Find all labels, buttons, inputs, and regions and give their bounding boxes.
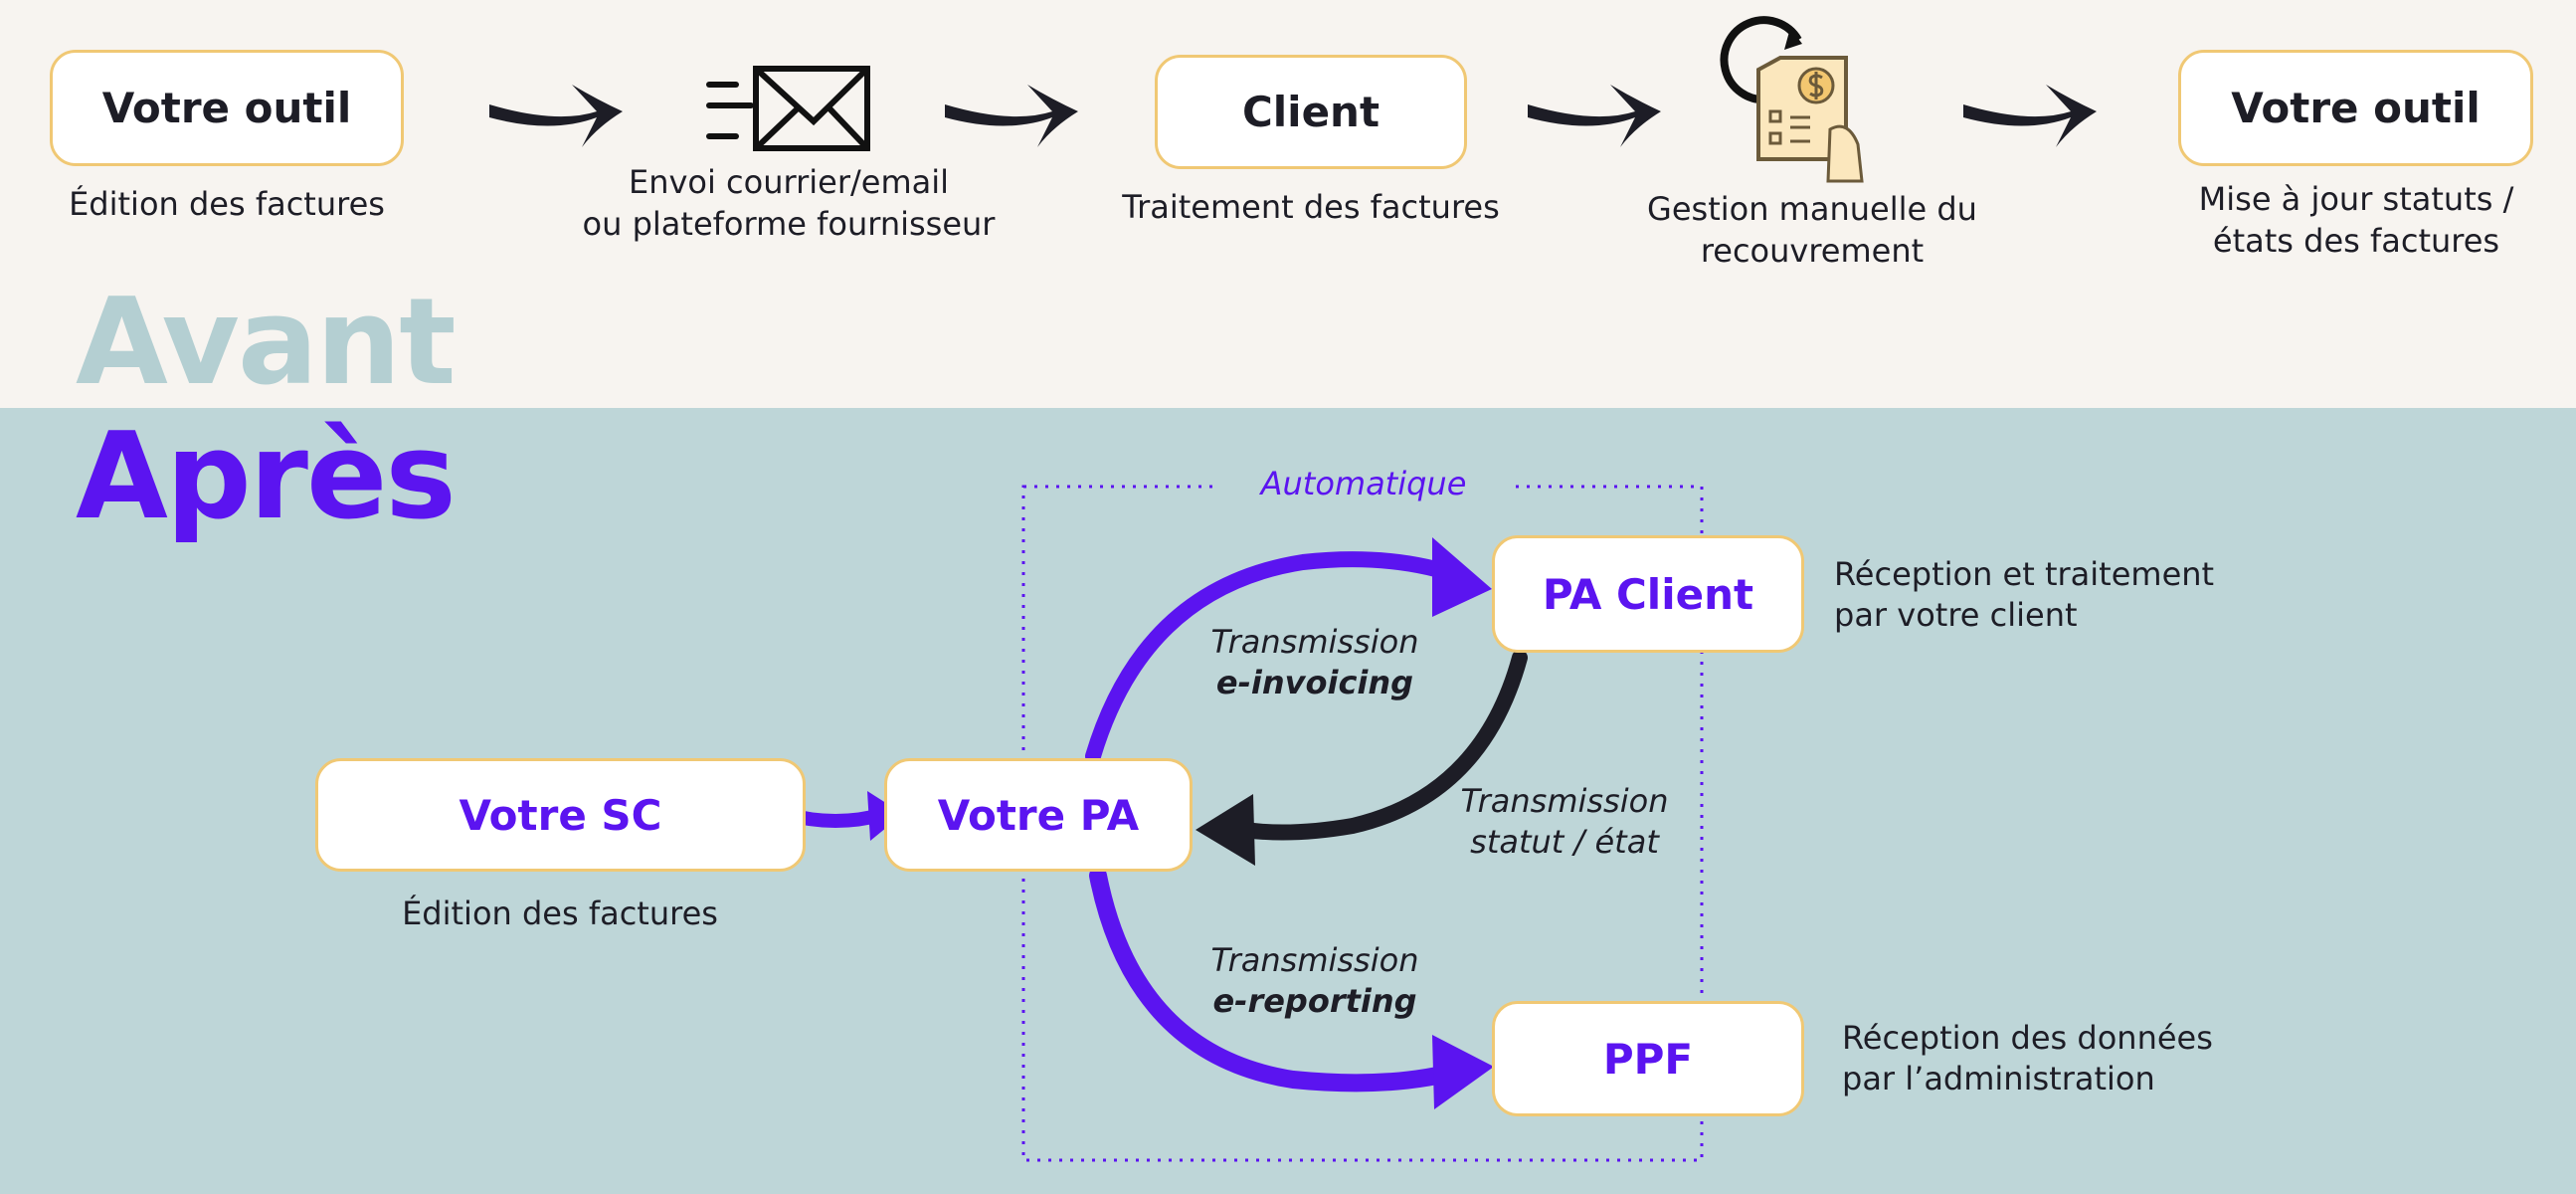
arrow-right-icon <box>489 85 623 147</box>
envoi-caption: Envoi courrier/email ou plateforme fourni… <box>583 161 996 245</box>
box-label: PA Client <box>1542 569 1754 619</box>
label-line: Transmission <box>1210 623 1419 661</box>
arrow-reporting <box>1089 867 1471 1093</box>
label-line-bold: e-invoicing <box>1215 664 1414 701</box>
client-box: Client <box>1155 55 1467 169</box>
caption-line: Envoi courrier/email <box>628 163 950 201</box>
votre-pa-box: Votre PA <box>884 758 1193 872</box>
desc-line: Réception des données <box>1842 1019 2213 1057</box>
box-label: Client <box>1241 88 1380 136</box>
arrow-right-icon <box>945 85 1078 147</box>
envelope-send-icon <box>706 66 870 151</box>
desc-line: par l’administration <box>1842 1060 2155 1097</box>
caption-line: états des factures <box>2212 222 2500 260</box>
box-label: Votre outil <box>2231 84 2481 132</box>
traitement-caption: Traitement des factures <box>1122 188 1500 226</box>
box-label: Votre PA <box>937 790 1140 840</box>
votre-outil-box: Votre outil <box>50 50 404 166</box>
arrows-avant <box>489 85 2097 147</box>
label-line: statut / état <box>1470 823 1659 861</box>
automatique-label: Automatique <box>1260 465 1467 502</box>
ppf-box: PPF <box>1492 1001 1804 1116</box>
arrow-statut <box>1225 650 1528 841</box>
arrow-invoicing <box>1085 551 1470 764</box>
label-line-bold: e-reporting <box>1212 982 1417 1020</box>
apres-heading: Après <box>76 408 457 546</box>
box-label: Votre SC <box>459 790 662 840</box>
invoice-recovery-icon <box>1720 16 1864 183</box>
arrow-right-icon <box>1528 85 1661 147</box>
caption-line: Gestion manuelle du <box>1647 190 1977 228</box>
arrow-right-icon <box>1963 85 2097 147</box>
gestion-caption: Gestion manuelle du recouvrement <box>1647 188 1977 272</box>
label-line: Transmission <box>1460 782 1669 820</box>
mise-a-jour-caption: Mise à jour statuts / états des factures <box>2199 178 2514 262</box>
avant-heading: Avant <box>76 274 457 412</box>
caption-line: ou plateforme fournisseur <box>582 205 996 243</box>
pa-client-box: PA Client <box>1492 535 1804 653</box>
desc-line: Réception et traitement <box>1834 555 2215 593</box>
sc-caption: Édition des factures <box>402 895 718 932</box>
label-line: Transmission <box>1210 941 1419 979</box>
votre-sc-box: Votre SC <box>315 758 806 872</box>
desc-line: par votre client <box>1834 596 2078 634</box>
edition-caption: Édition des factures <box>69 185 385 223</box>
caption-line: Mise à jour statuts / <box>2198 180 2514 218</box>
box-label: PPF <box>1602 1034 1694 1084</box>
box-label: Votre outil <box>101 84 352 132</box>
caption-line: recouvrement <box>1700 232 1925 270</box>
votre-outil-box-2: Votre outil <box>2178 50 2533 166</box>
